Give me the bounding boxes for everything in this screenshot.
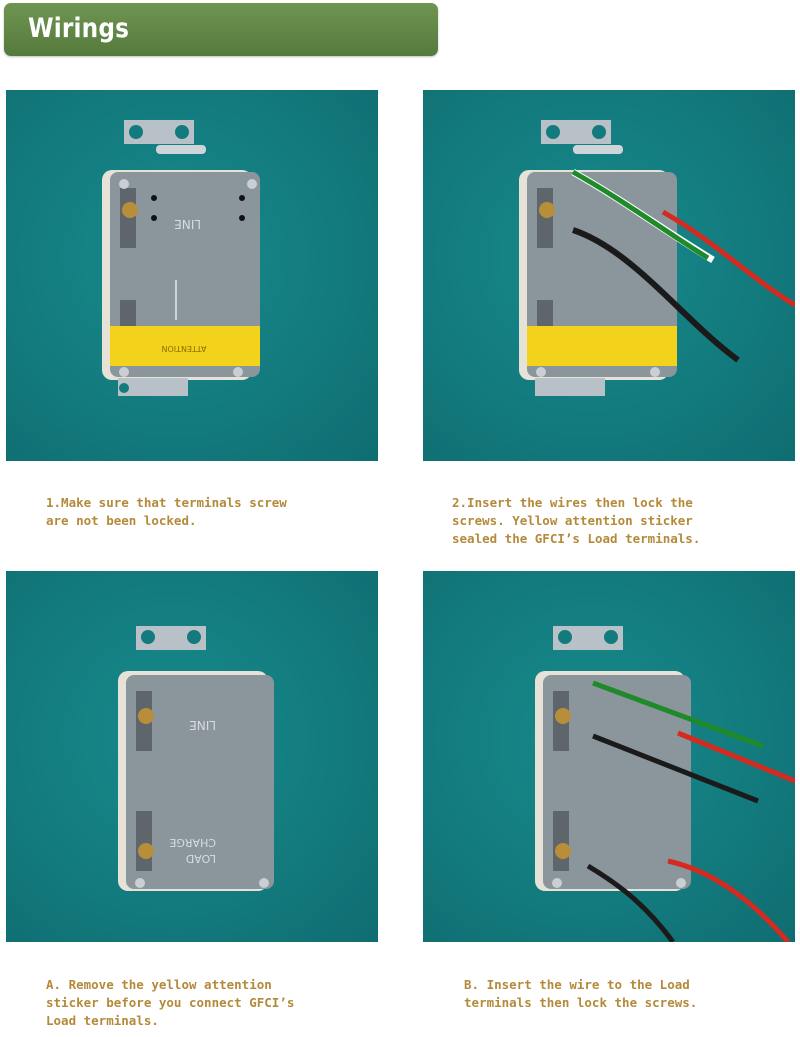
gfci-outlet-load-wired-image (535, 626, 795, 942)
photo-step-1: LINE ATTENTION (6, 90, 378, 461)
sticker-label: ATTENTION (161, 344, 206, 353)
step-1-caption: 1.Make sure that terminals screw are not… (46, 495, 287, 528)
page-title: Wirings (28, 13, 130, 44)
step-b-caption: B. Insert the wire to the Load terminals… (464, 977, 698, 1010)
line-label: LINE (174, 217, 201, 231)
header-banner: Wirings (4, 3, 438, 56)
line-label: LINE (189, 718, 216, 732)
photo-step-3: LINE CHARGE LOAD (6, 571, 378, 942)
step-a-caption: A. Remove the yellow attention sticker b… (46, 977, 295, 1028)
gfci-outlet-image: LINE ATTENTION (102, 120, 260, 396)
charge-label: CHARGE (169, 836, 216, 849)
load-label: LOAD (186, 852, 216, 865)
gfci-outlet-wired-image (519, 120, 795, 396)
gfci-outlet-no-sticker-image: LINE CHARGE LOAD (118, 626, 274, 891)
photo-step-4 (423, 571, 795, 942)
photo-step-2 (423, 90, 795, 461)
step-2-caption: 2.Insert the wires then lock the screws.… (452, 495, 701, 546)
